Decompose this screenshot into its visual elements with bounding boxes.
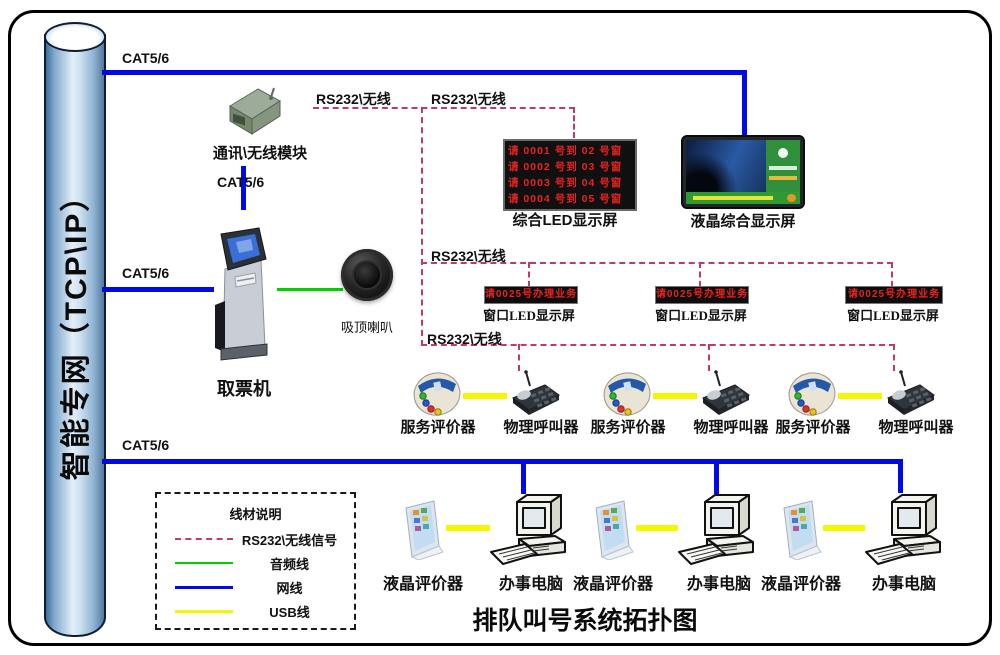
lcd-evaluator-label-3: 液晶评价器 — [760, 576, 841, 593]
physical-caller-icon-3 — [884, 370, 936, 421]
legend-row-usb: USB线 — [175, 602, 346, 620]
lcd-ticker-bar — [686, 192, 800, 204]
usb-line-eval3-caller3 — [838, 393, 882, 399]
cat5-label-top: CAT5/6 — [122, 50, 170, 66]
legend-row-network: 网线 — [175, 578, 346, 596]
rs232-branch-callers — [421, 344, 895, 346]
service-evaluator-label-1: 服务评价器 — [400, 419, 476, 436]
rs232-label-3: RS232\无线 — [431, 248, 506, 264]
legend-box: 线材说明 RS232\无线信号 音频线 网线 USB线 — [155, 492, 356, 630]
diagram-border — [8, 10, 992, 646]
ticket-machine-icon — [209, 225, 273, 361]
physical-caller-label-2: 物理呼叫器 — [693, 419, 769, 436]
usb-line-eval2-caller2 — [653, 393, 697, 399]
ticket-machine-label: 取票机 — [217, 379, 271, 399]
rs232-drop-caller2 — [708, 344, 710, 371]
office-pc-label-3: 办事电脑 — [871, 576, 936, 593]
physical-caller-label-3: 物理呼叫器 — [878, 419, 954, 436]
audio-line — [277, 288, 343, 291]
diagram-title: 排队叫号系统拓扑图 — [472, 607, 698, 635]
rs232-label-2: RS232\无线 — [431, 91, 506, 107]
rs232-drop-caller3 — [893, 344, 895, 371]
cat5-label-middle: CAT5/6 — [122, 265, 170, 281]
rs232-trunk-vertical — [421, 107, 423, 346]
window-led-3: 请0025号办理业务 — [845, 286, 943, 304]
lcd-info-panel — [765, 140, 800, 192]
comm-module-label: 通讯\无线模块 — [212, 145, 308, 162]
office-pc-label-2: 办事电脑 — [686, 576, 751, 593]
rs232-drop-led-display — [573, 107, 575, 138]
legend-sample-usb — [175, 609, 233, 613]
rs232-drop-winled2 — [699, 262, 701, 287]
led-line: 请 0004 号到 05 号窗 — [508, 192, 623, 205]
led-line: 请 0001 号到 02 号窗 — [508, 144, 623, 157]
network-line-module-kiosk — [241, 166, 246, 210]
physical-caller-icon-2 — [699, 370, 751, 421]
lcd-display-icon — [681, 135, 805, 209]
lcd-evaluator-icon-2 — [589, 498, 635, 565]
office-pc-label-1: 办事电脑 — [498, 576, 563, 593]
lcd-display-label: 液晶综合显示屏 — [690, 213, 796, 230]
physical-caller-label-1: 物理呼叫器 — [503, 419, 579, 436]
window-led-1: 请0025号办理业务 — [484, 286, 578, 304]
rs232-label-1: RS232\无线 — [316, 91, 391, 107]
usb-line-eval1-caller1 — [463, 393, 507, 399]
rs232-branch-window-leds — [421, 262, 893, 264]
usb-line-tab3-pc3 — [823, 525, 865, 531]
network-line-top-drop — [742, 70, 747, 137]
rs232-drop-caller1 — [518, 344, 520, 371]
led-line: 请 0003 号到 04 号窗 — [508, 176, 623, 189]
rs232-label-4: RS232\无线 — [427, 331, 502, 347]
cylinder-top-ellipse — [44, 22, 106, 52]
network-drop-pc1 — [521, 461, 526, 494]
service-evaluator-icon-1 — [412, 370, 462, 422]
led-display-icon: 请 0001 号到 02 号窗 请 0002 号到 03 号窗 请 0003 号… — [503, 139, 637, 211]
rs232-line-top — [313, 107, 575, 109]
usb-line-tab2-pc2 — [636, 525, 678, 531]
network-line-middle — [102, 287, 214, 292]
physical-caller-icon-1 — [509, 370, 561, 421]
network-drop-pc3 — [898, 459, 903, 493]
office-pc-icon-1 — [489, 492, 571, 575]
lcd-evaluator-label-1: 液晶评价器 — [382, 576, 463, 593]
rs232-drop-winled3 — [891, 262, 893, 287]
window-led-label-2: 窗口LED显示屏 — [655, 308, 747, 323]
network-backbone-label: 智能专网（TCP\IP） — [60, 179, 93, 481]
office-pc-icon-3 — [864, 492, 946, 575]
office-pc-icon-2 — [677, 492, 759, 575]
service-evaluator-label-2: 服务评价器 — [590, 419, 666, 436]
legend-sample-rs232 — [175, 538, 233, 540]
cat5-label-bottom: CAT5/6 — [122, 437, 170, 453]
network-drop-pc2 — [714, 461, 719, 494]
rs232-drop-winled1 — [528, 262, 530, 287]
cat5-label-module: CAT5/6 — [217, 174, 265, 190]
network-backbone-cylinder — [44, 34, 106, 637]
legend-sample-audio — [175, 562, 233, 564]
usb-line-tab1-pc1 — [446, 525, 490, 531]
network-line-top — [102, 70, 747, 75]
lcd-video-area — [686, 140, 766, 192]
ceiling-speaker-icon — [341, 249, 393, 301]
ceiling-speaker-label: 吸顶喇叭 — [340, 320, 393, 335]
legend-sample-network — [175, 585, 233, 589]
legend-row-audio: 音频线 — [175, 554, 346, 572]
service-evaluator-icon-2 — [602, 370, 652, 422]
comm-module-icon — [222, 82, 284, 140]
led-display-label: 综合LED显示屏 — [512, 212, 618, 229]
network-line-bottom — [102, 459, 903, 464]
window-led-label-3: 窗口LED显示屏 — [847, 308, 939, 323]
legend-row-rs232: RS232\无线信号 — [175, 530, 346, 548]
service-evaluator-label-3: 服务评价器 — [775, 419, 851, 436]
lcd-evaluator-icon-1 — [399, 498, 445, 565]
legend-title: 线材说明 — [229, 507, 282, 522]
window-led-label-1: 窗口LED显示屏 — [483, 308, 575, 323]
lcd-evaluator-icon-3 — [777, 498, 823, 565]
window-led-2: 请0025号办理业务 — [655, 286, 749, 304]
lcd-evaluator-label-2: 液晶评价器 — [572, 576, 653, 593]
service-evaluator-icon-3 — [787, 370, 837, 422]
led-line: 请 0002 号到 03 号窗 — [508, 160, 623, 173]
